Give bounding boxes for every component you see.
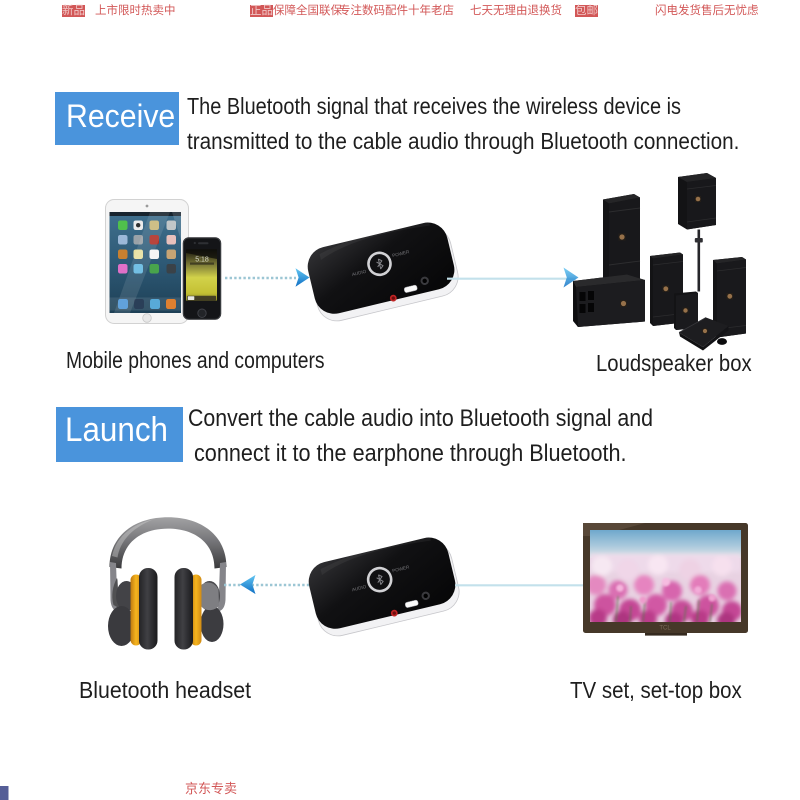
- svg-text:AUDIO: AUDIO: [351, 584, 367, 592]
- svg-text:TCL: TCL: [659, 626, 671, 632]
- svg-text:POWER: POWER: [392, 564, 411, 573]
- svg-text:POWER: POWER: [392, 249, 411, 258]
- svg-text:5:18: 5:18: [195, 257, 209, 264]
- svg-text:AUDIO: AUDIO: [351, 269, 367, 277]
